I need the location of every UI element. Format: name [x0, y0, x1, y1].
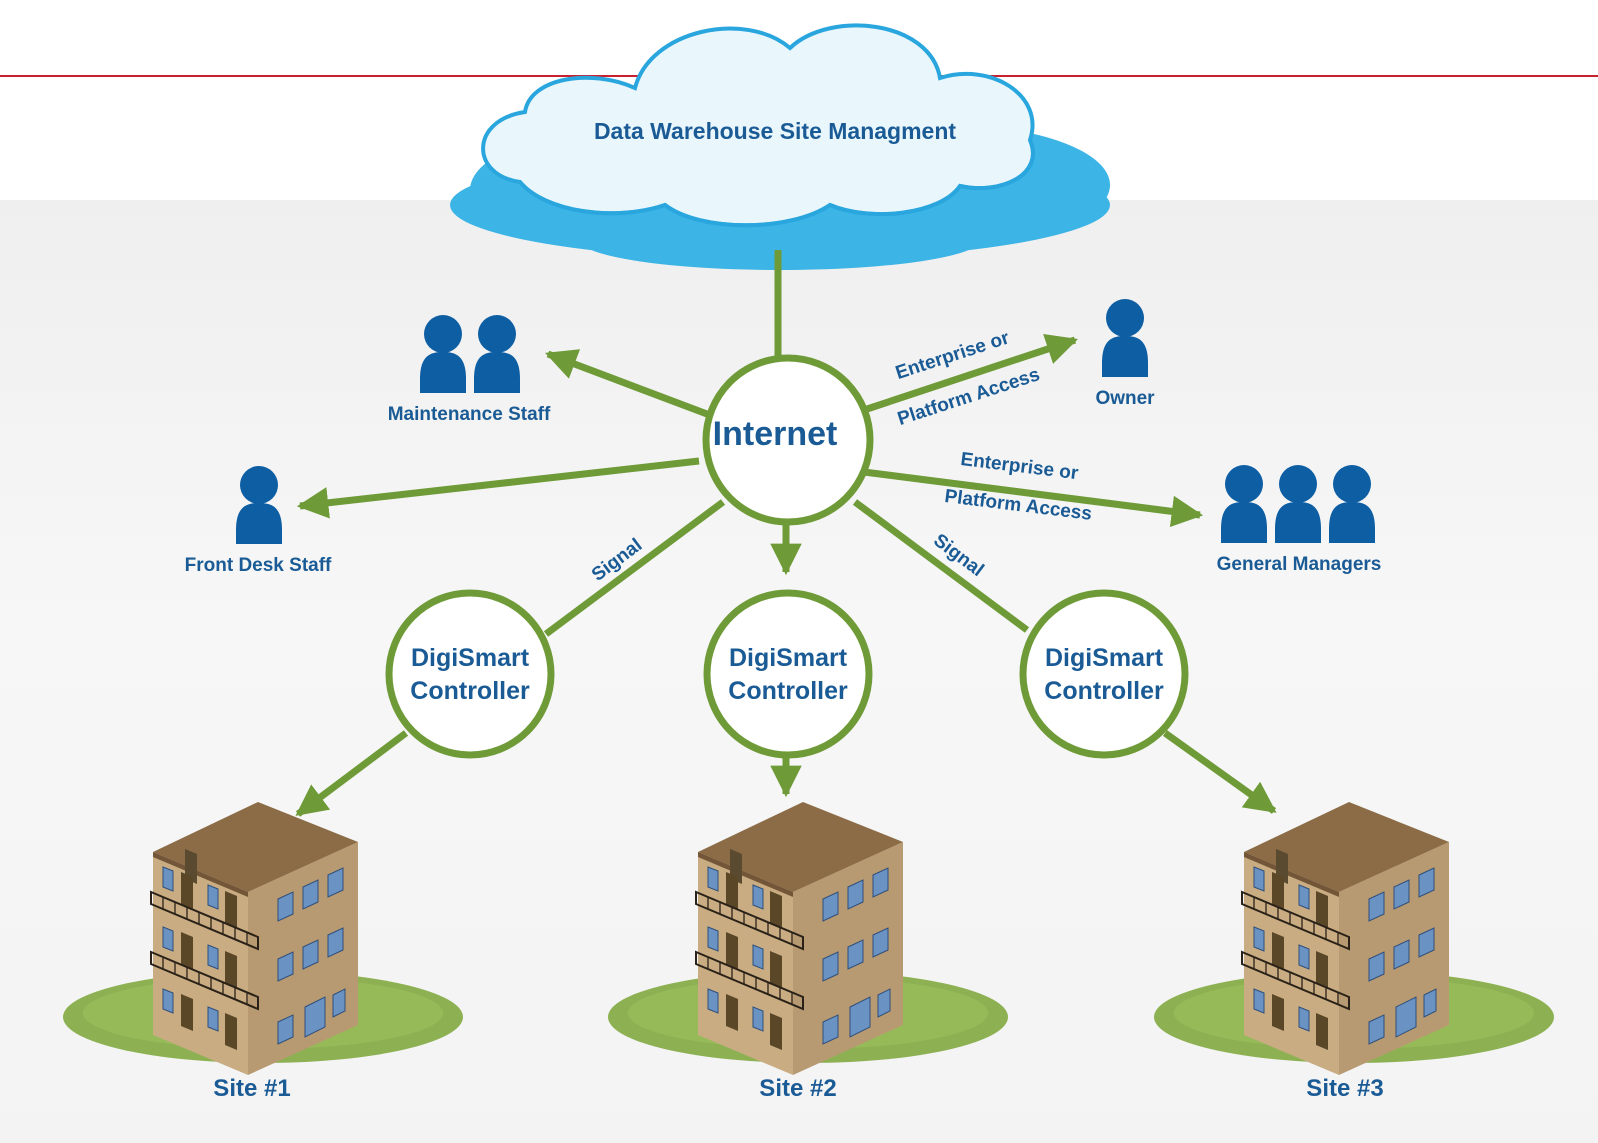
- building-site-3-icon: [1153, 801, 1555, 1076]
- controller-node-3: [1019, 589, 1189, 759]
- site-label-1: Site #1: [213, 1075, 291, 1102]
- controller-label-2-line2: Controller: [728, 677, 848, 705]
- cloud-label: Data Warehouse Site Managment: [593, 118, 957, 144]
- front-desk-staff-label: Front Desk Staff: [184, 555, 332, 576]
- maintenance-staff-label: Maintenance Staff: [387, 404, 551, 425]
- controller-label-2-line1: DigiSmart: [728, 644, 848, 672]
- controller-label-1-line2: Controller: [410, 677, 530, 705]
- building-site-2-icon: [607, 801, 1009, 1076]
- internet-label: Internet: [712, 415, 838, 453]
- maintenance-staff-icon: [420, 315, 520, 393]
- controller-label-3-line2: Controller: [1044, 677, 1164, 705]
- controller-label-2: DigiSmart Controller: [728, 642, 847, 708]
- owner-icon: [1102, 299, 1148, 377]
- controller-label-3-line1: DigiSmart: [1044, 644, 1164, 672]
- cloud-shape: [450, 23, 1110, 270]
- front-desk-staff-icon: [236, 466, 282, 544]
- controller-node-2: [703, 589, 873, 759]
- internet-node: [702, 354, 874, 526]
- site-label-2: Site #2: [759, 1075, 837, 1102]
- controller-label-1-line1: DigiSmart: [410, 644, 530, 672]
- site-label-3: Site #3: [1306, 1075, 1384, 1102]
- controller-node-1: [385, 589, 555, 759]
- general-managers-label: General Managers: [1216, 554, 1382, 575]
- building-site-1-icon: [62, 801, 464, 1076]
- connector-lines: [295, 250, 1277, 817]
- general-managers-icon: [1221, 465, 1375, 543]
- controller-label-3: DigiSmart Controller: [1044, 642, 1163, 708]
- owner-label: Owner: [1095, 388, 1155, 409]
- controller-label-1: DigiSmart Controller: [410, 642, 529, 708]
